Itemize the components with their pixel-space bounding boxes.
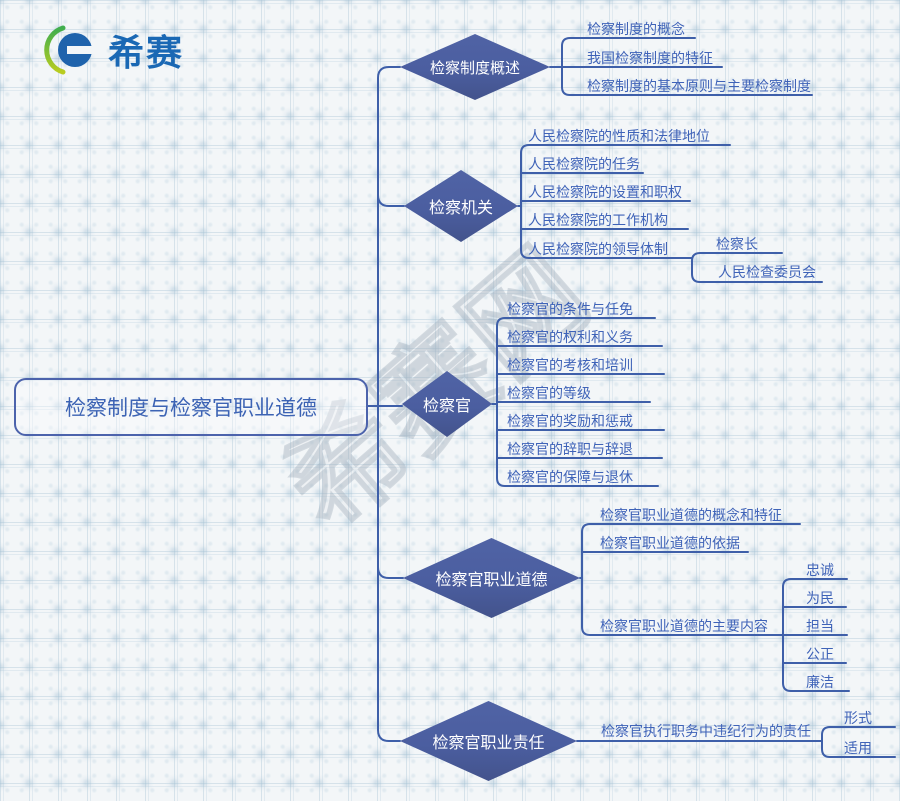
subtopic-node[interactable]: 检察官职业道德的概念和特征 — [600, 507, 782, 523]
subtopic-node[interactable]: 人民检察院的工作机构 — [528, 212, 668, 228]
branch-label: 检察制度概述 — [429, 59, 520, 77]
subtopic-node[interactable]: 人民检察院的性质和法律地位 — [528, 128, 710, 144]
subtopic-node[interactable]: 检察官的条件与任免 — [507, 301, 633, 317]
subtopic-node[interactable]: 检察官职业道德的主要内容 — [600, 618, 768, 634]
subtopic-node[interactable]: 我国检察制度的特征 — [587, 50, 713, 66]
subtopic-node[interactable]: 适用 — [844, 740, 872, 756]
subtopic-node[interactable]: 公正 — [806, 646, 834, 662]
branch-label: 检察官职业道德 — [435, 572, 548, 589]
subtopic-node[interactable]: 忠诚 — [806, 562, 834, 578]
subtopic-node[interactable]: 廉洁 — [806, 674, 834, 690]
subtopic-node[interactable]: 检察官执行职务中违纪行为的责任 — [601, 723, 811, 739]
subtopic-node[interactable]: 检察制度的基本原则与主要检察制度 — [587, 78, 811, 94]
subtopic-node[interactable]: 检察制度的概念 — [587, 21, 685, 37]
branch-label: 检察官职业责任 — [432, 735, 545, 752]
branch-label: 检察机关 — [428, 200, 493, 217]
subtopic-node[interactable]: 检察长 — [716, 236, 758, 252]
brand-name: 希赛 — [108, 32, 185, 73]
subtopic-node[interactable]: 检察官的奖励和惩戒 — [507, 413, 633, 429]
subtopic-node[interactable]: 人民检察院的领导体制 — [528, 241, 668, 257]
root-node[interactable]: 检察制度与检察官职业道德 — [14, 378, 368, 436]
subtopic-node[interactable]: 人民检察院的任务 — [528, 156, 640, 172]
subtopic-node[interactable]: 检察官的辞职与辞退 — [507, 441, 633, 457]
subtopic-node[interactable]: 检察官的保障与退休 — [507, 469, 633, 485]
brand-logo: 希赛 — [38, 24, 184, 76]
brand-e-icon — [44, 25, 98, 75]
subtopic-node[interactable]: 人民检察院的设置和职权 — [528, 184, 682, 200]
branch-label: 检察官 — [422, 398, 471, 415]
subtopic-node[interactable]: 人民检查委员会 — [718, 264, 816, 280]
subtopic-node[interactable]: 形式 — [844, 710, 872, 726]
subtopic-node[interactable]: 检察官的考核和培训 — [507, 357, 633, 373]
subtopic-node[interactable]: 担当 — [806, 618, 834, 634]
subtopic-node[interactable]: 检察官职业道德的依据 — [600, 535, 740, 551]
subtopic-node[interactable]: 检察官的等级 — [507, 385, 591, 401]
subtopic-node[interactable]: 为民 — [806, 590, 834, 606]
subtopic-node[interactable]: 检察官的权利和义务 — [507, 329, 633, 345]
